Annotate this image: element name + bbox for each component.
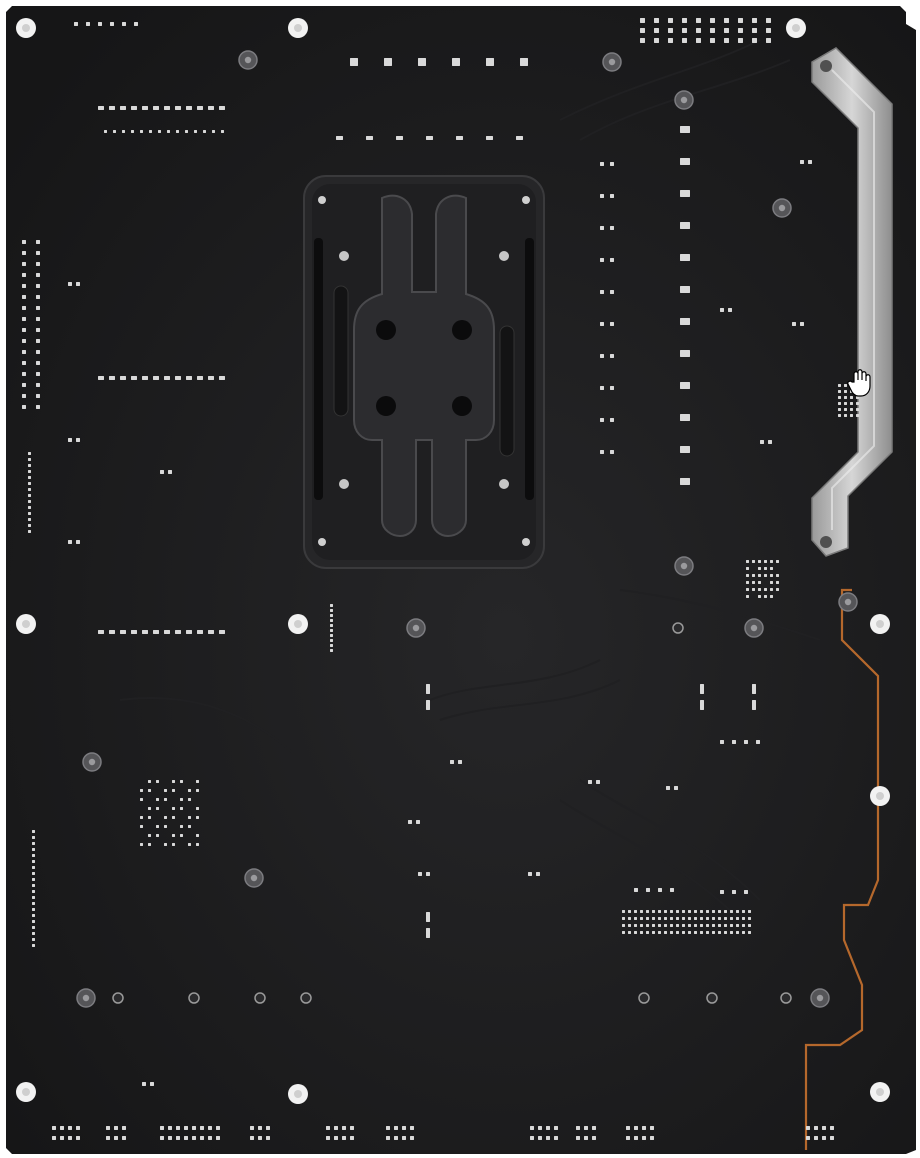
- mounting-screws: [76, 50, 858, 1008]
- orange-trace: [804, 588, 880, 1150]
- heatsink-bracket: [811, 47, 893, 557]
- smd-pads: [22, 18, 859, 1140]
- cpu-backplate: [303, 175, 545, 569]
- mounting-holes: [16, 18, 890, 1104]
- hand-pointer-icon: [847, 369, 871, 397]
